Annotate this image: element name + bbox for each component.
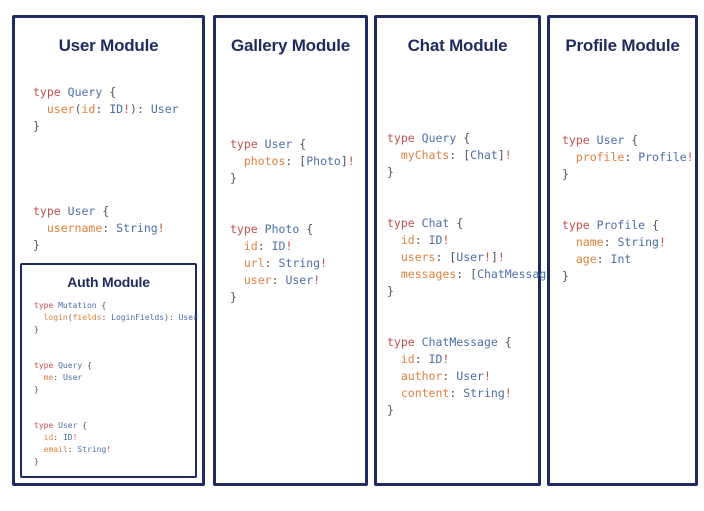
panel-title-gallery-module: Gallery Module — [230, 36, 351, 55]
code-wrapper-auth-module: type Mutation { login(fields: LoginField… — [22, 300, 198, 468]
panel-auth-module[interactable]: Auth Module type Mutation { login(fields… — [20, 263, 198, 478]
panel-title-chat-module: Chat Module — [407, 36, 508, 55]
code-block-user-module: type Query { user(id: ID!): User } type … — [33, 85, 179, 252]
code-wrapper-user-module: type Query { user(id: ID!): User } type … — [15, 84, 202, 254]
panel-title-user-module: User Module — [58, 36, 159, 55]
panel-title-profile-module: Profile Module — [565, 36, 680, 55]
code-wrapper-gallery-module: type User { photos: [Photo]! } type Phot… — [216, 136, 365, 306]
code-block-chat-module: type Query { myChats: [Chat]! } type Cha… — [387, 131, 567, 417]
panel-gallery-module[interactable]: Gallery Module type User { photos: [Phot… — [213, 15, 368, 486]
code-block-gallery-module: type User { photos: [Photo]! } type Phot… — [230, 137, 355, 304]
code-wrapper-chat-module: type Query { myChats: [Chat]! } type Cha… — [377, 130, 567, 419]
code-block-profile-module: type User { profile: Profile! } type Pro… — [562, 133, 694, 283]
panel-title-auth-module: Auth Module — [67, 274, 150, 290]
code-block-auth-module: type Mutation { login(fields: LoginField… — [34, 301, 198, 466]
panel-user-module[interactable]: User Module type Query { user(id: ID!): … — [12, 15, 205, 486]
panel-chat-module[interactable]: Chat Module type Query { myChats: [Chat]… — [374, 15, 567, 486]
panel-profile-module[interactable]: Profile Module type User { profile: Prof… — [547, 15, 698, 486]
code-wrapper-profile-module: type User { profile: Profile! } type Pro… — [550, 132, 695, 285]
